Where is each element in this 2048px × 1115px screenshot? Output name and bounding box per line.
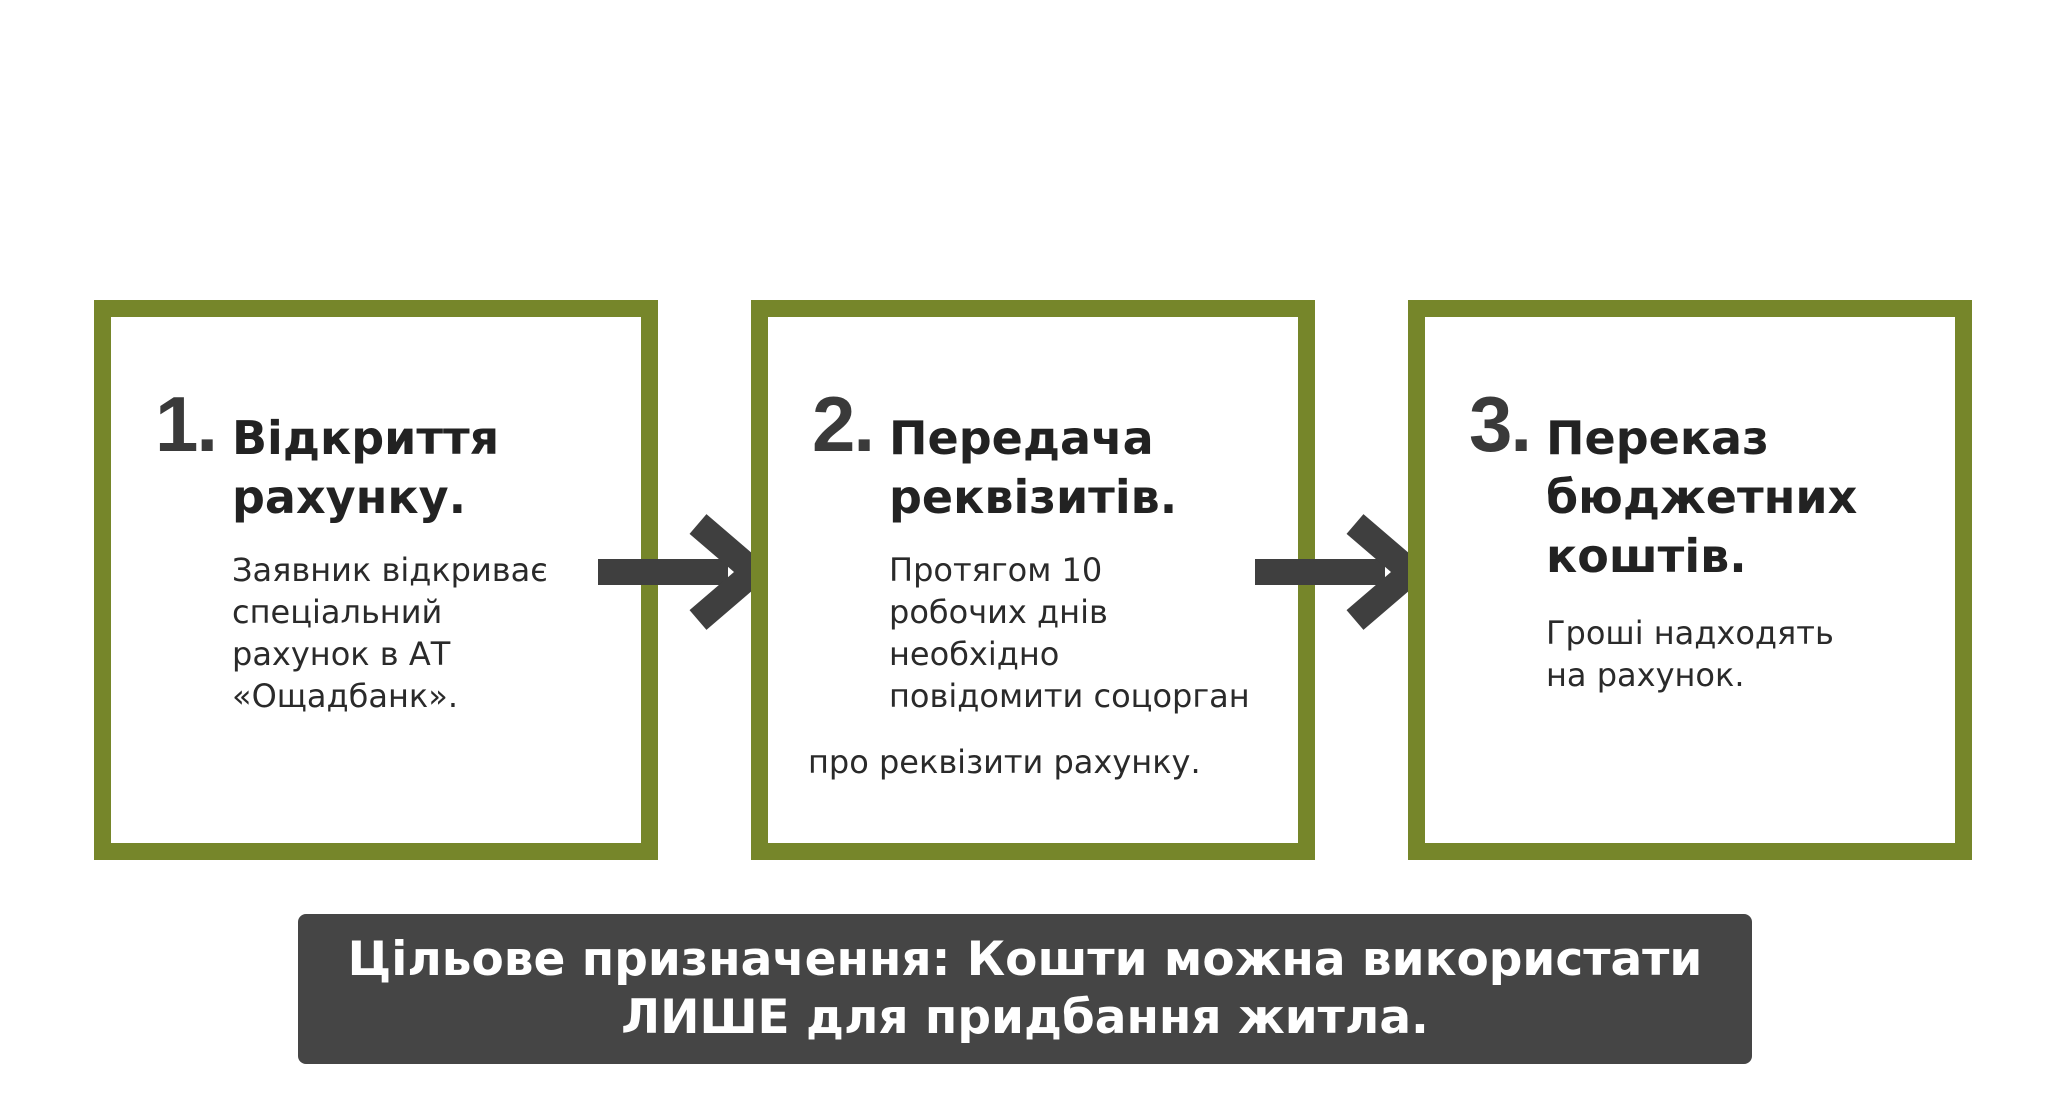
banner-line: ЛИШЕ для придбання житла.: [621, 990, 1429, 1045]
step-description-line: Протягом 10: [889, 551, 1103, 589]
step-title-line: Передача: [889, 411, 1154, 465]
step-title-line: коштів.: [1546, 529, 1747, 583]
step-box-1: 1. Відкриття рахунку. Заявник відкриває …: [94, 300, 658, 860]
step-title-line: реквізитів.: [889, 470, 1178, 524]
step-number: 3.: [1469, 380, 1532, 468]
step-description-extra: про реквізити рахунку.: [808, 743, 1201, 781]
step-description-line: «Ощадбанк».: [232, 677, 458, 715]
step-description-line: Гроші надходять: [1546, 614, 1834, 652]
step-description-line: рахунок в АТ: [232, 635, 451, 673]
step-description-line: повідомити соцорган: [889, 677, 1250, 715]
step-description-line: робочих днів: [889, 593, 1108, 631]
step-number: 1.: [155, 380, 218, 468]
step-box-3: 3. Переказ бюджетних коштів. Гроші надхо…: [1408, 300, 1972, 860]
step-description-line: Заявник відкриває: [232, 551, 548, 589]
step-title: Відкриття рахунку.: [232, 409, 499, 527]
step-description-line: необхідно: [889, 635, 1060, 673]
step-title: Передача реквізитів.: [889, 409, 1177, 527]
step-description: Протягом 10 робочих днів необхідно повід…: [889, 549, 1250, 717]
step-description: Гроші надходять на рахунок.: [1546, 612, 1834, 696]
step-title-line: рахунку.: [232, 470, 467, 524]
purpose-banner: Цільове призначення: Кошти можна викорис…: [298, 914, 1752, 1064]
step-description-line: на рахунок.: [1546, 656, 1745, 694]
step-description-line: спеціальний: [232, 593, 443, 631]
step-description: Заявник відкриває спеціальний рахунок в …: [232, 549, 548, 717]
step-title: Переказ бюджетних коштів.: [1546, 409, 1857, 586]
step-number: 2.: [812, 380, 875, 468]
step-title-line: бюджетних: [1546, 470, 1858, 524]
step-box-2: 2. Передача реквізитів. Протягом 10 робо…: [751, 300, 1315, 860]
step-title-line: Переказ: [1546, 411, 1769, 465]
banner-line: Цільове призначення: Кошти можна викорис…: [347, 932, 1703, 987]
step-title-line: Відкриття: [232, 411, 500, 465]
